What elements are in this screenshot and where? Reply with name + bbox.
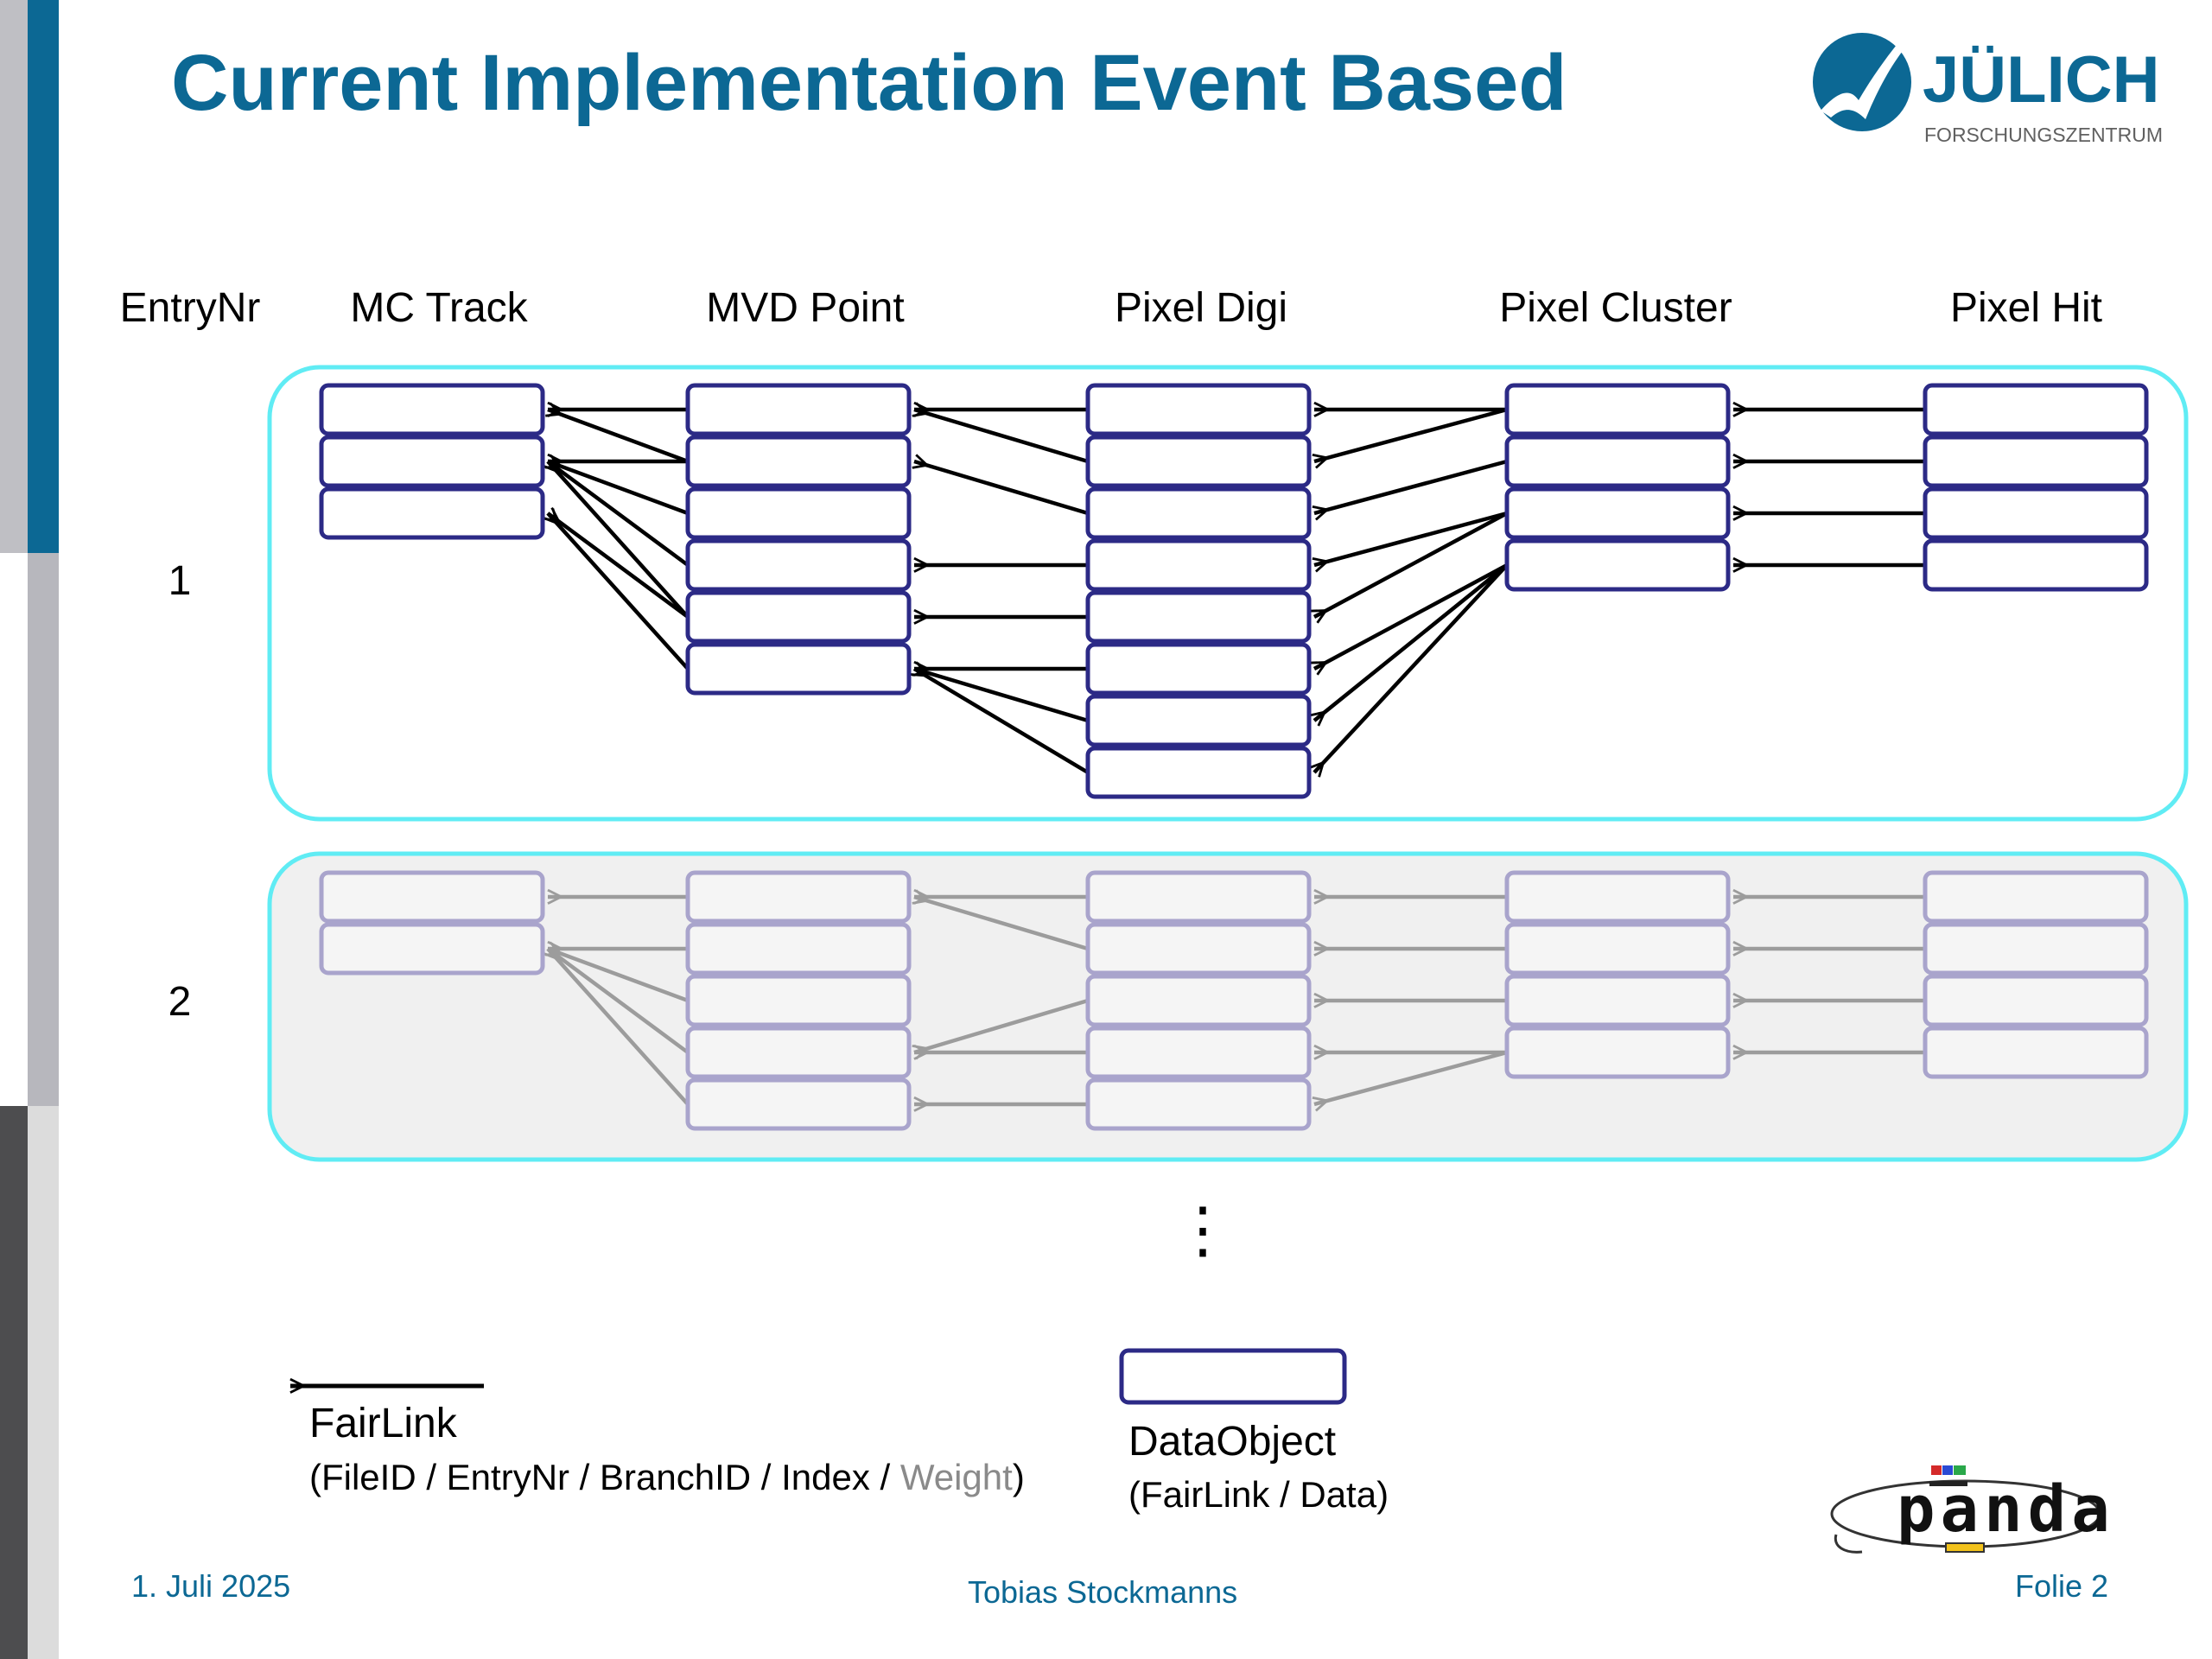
pixel-hit-box (1923, 538, 2149, 592)
entry-number-2: 2 (168, 979, 192, 1025)
pixel-digi-box (1085, 870, 1312, 924)
panda-logo-text: panda (1897, 1472, 2115, 1547)
pixel-cluster-box (1504, 435, 1731, 488)
entry-nr-header: EntryNr (120, 285, 261, 331)
panda-logo: panda (1830, 1465, 2115, 1554)
mvd-point-box (685, 1026, 912, 1079)
mvd-point-box (685, 538, 912, 592)
pixel-digi-box (1085, 538, 1312, 592)
fairlink-arrow (543, 506, 690, 619)
mvd-point-box (685, 642, 912, 696)
mc-track-box (319, 922, 545, 976)
pixel-digi-box (1085, 383, 1312, 436)
fairlink-arrow (542, 944, 690, 1106)
column-header-pixel-digi: Pixel Digi (1115, 285, 1287, 331)
fairlink-arrow (543, 454, 690, 567)
mvd-point-box (685, 1077, 912, 1131)
fairlink-arrow (912, 402, 1089, 464)
pixel-hit-box (1923, 922, 2149, 976)
legend-fairlink-close: ) (1013, 1457, 1025, 1497)
mvd-point-box (685, 870, 912, 924)
pixel-cluster-box (1504, 974, 1731, 1027)
column-header-pixel-hit: Pixel Hit (1950, 285, 2102, 331)
pixel-hit-box (1923, 870, 2149, 924)
pixel-hit-box (1923, 974, 2149, 1027)
pixel-cluster-box (1504, 383, 1731, 436)
fairlink-arrow (912, 454, 1089, 516)
mc-track-box (319, 870, 545, 924)
mvd-point-box (685, 974, 912, 1027)
fairlink-arrow (910, 662, 1090, 774)
legend-fairlink-label: FairLink (309, 1401, 458, 1446)
footer-page: Folie 2 (2015, 1568, 2109, 1604)
entry-number-1: 1 (168, 558, 192, 604)
pixel-digi-box (1085, 590, 1312, 644)
slide-title: Current Implementation Event Based (171, 39, 1567, 127)
juelich-logo-name: JÜLICH (1923, 43, 2159, 117)
column-header-pixel-cluster: Pixel Cluster (1499, 285, 1732, 331)
mvd-point-box (685, 383, 912, 436)
mvd-point-box (685, 435, 912, 488)
fairlink-arrow (545, 402, 689, 464)
legend-dataobject-label: DataObject (1128, 1419, 1336, 1465)
fairlink-arrow (542, 456, 690, 619)
footer-date: 1. Juli 2025 (131, 1568, 291, 1604)
pixel-hit-box (1923, 435, 2149, 488)
fairlink-arrow (1309, 563, 1509, 727)
pixel-digi-box (1085, 642, 1312, 696)
legend-fairlink-weight: Weight (900, 1457, 1013, 1497)
pixel-cluster-box (1504, 538, 1731, 592)
event-frame-2 (267, 851, 2189, 1162)
legend-dataobject-fields: (FairLink / Data) (1128, 1474, 1389, 1515)
fairlink-arrow (545, 941, 689, 1003)
fairlink-arrow (545, 454, 689, 516)
mc-track-box (319, 486, 545, 540)
mvd-point-box (685, 590, 912, 644)
pixel-cluster-box (1504, 1026, 1731, 1079)
legend-fairlink-fields: (FileID / EntryNr / BranchID / Index / W… (309, 1457, 1025, 1497)
legend-fairlink-fields-main: (FileID / EntryNr / BranchID / Index / (309, 1457, 900, 1497)
mvd-point-box (685, 486, 912, 540)
pixel-hit-box (1923, 1026, 2149, 1079)
fairlink-arrow (543, 942, 690, 1054)
fairlink-arrow (1312, 1050, 1508, 1112)
pixel-digi-box (1085, 746, 1312, 799)
fairlink-arrow (912, 889, 1089, 951)
pixel-digi-box (1085, 1026, 1312, 1079)
pixel-hit-box (1923, 383, 2149, 436)
fairlink-arrow (1312, 511, 1508, 573)
fairlink-arrow (1312, 459, 1508, 521)
pixel-cluster-box (1504, 922, 1731, 976)
fairlink-arrow (1311, 512, 1509, 624)
pixel-cluster-box (1504, 870, 1731, 924)
pixel-digi-box (1085, 922, 1312, 976)
pixel-cluster-box (1504, 486, 1731, 540)
pixel-digi-box (1085, 694, 1312, 747)
column-header-mc-track: MC Track (350, 285, 528, 331)
pixel-digi-box (1085, 435, 1312, 488)
fairlink-arrow (912, 661, 1089, 723)
fairlink-arrow (1308, 563, 1509, 778)
mc-track-box (319, 383, 545, 436)
pixel-hit-box (1923, 486, 2149, 540)
legend-dataobject-box (1119, 1348, 1347, 1405)
juelich-logo: JÜLICH FORSCHUNGSZENTRUM (1813, 33, 2163, 146)
pixel-digi-box (1085, 1077, 1312, 1131)
mvd-point-box (685, 922, 912, 976)
continuation-ellipsis: ⋮ (1172, 1196, 1234, 1265)
pixel-digi-box (1085, 974, 1312, 1027)
fairlink-arrow (1312, 407, 1508, 469)
fairlink-arrow (912, 998, 1089, 1060)
fairlink-arrow (542, 508, 690, 671)
mc-track-box (319, 435, 545, 488)
column-header-mvd-point: MVD Point (706, 285, 904, 331)
slide-sidebar-stripes (0, 0, 59, 1659)
footer-author: Tobias Stockmanns (968, 1574, 1238, 1610)
pixel-digi-box (1085, 486, 1312, 540)
fairlink-arrow (1311, 563, 1509, 676)
juelich-logo-subtitle: FORSCHUNGSZENTRUM (1924, 124, 2163, 146)
